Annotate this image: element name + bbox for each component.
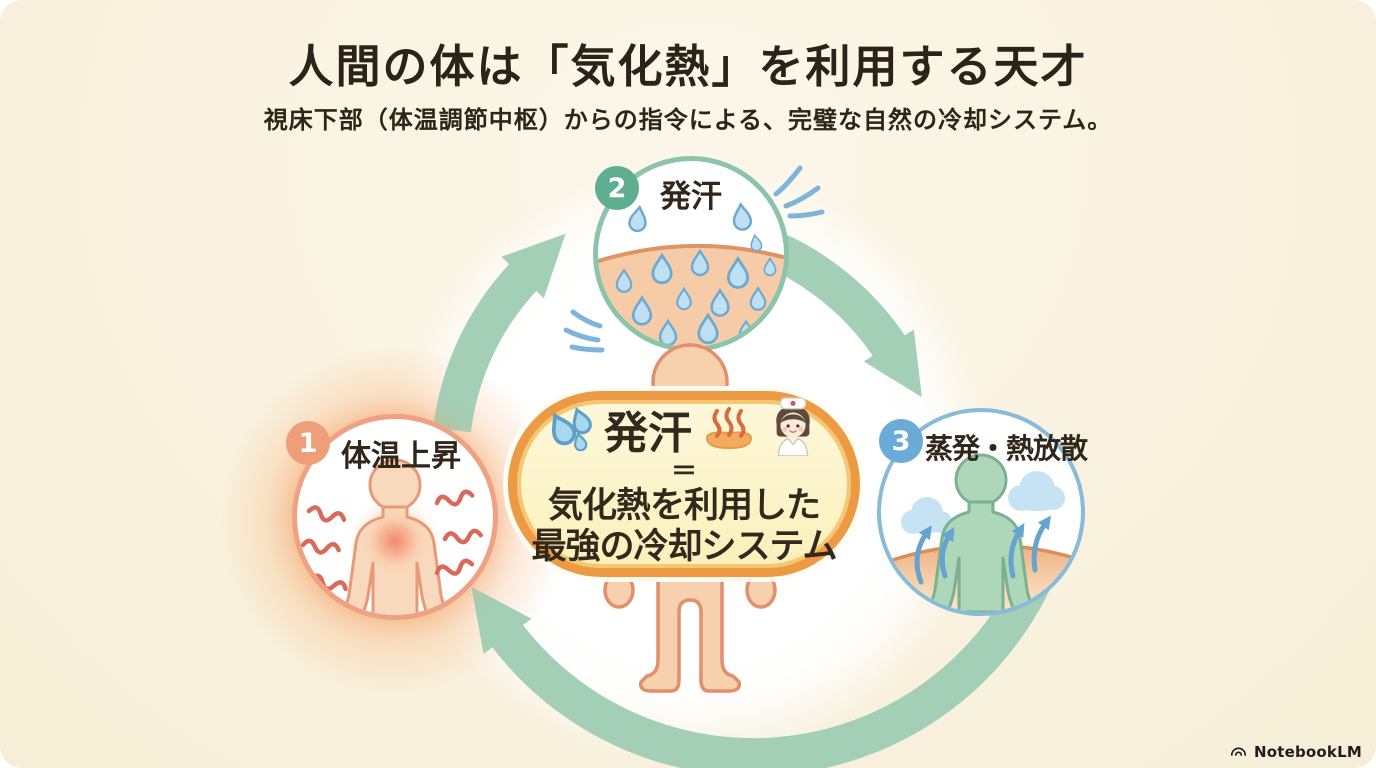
brand-footer: NotebookLM xyxy=(1229,742,1362,761)
center-line-3: 最強の冷却システム xyxy=(531,527,838,567)
onsen-icon xyxy=(705,407,753,450)
step-badge-1: 1 xyxy=(286,421,330,465)
node-evaporation: 3 蒸発・熱放散 xyxy=(877,408,1088,616)
node-sweating: 2 発汗 xyxy=(593,156,789,352)
node-body-temp-rise: 1 体温上昇 xyxy=(286,414,498,620)
center-line-2: 気化熱を利用した xyxy=(547,486,821,527)
motion-lines-icon xyxy=(563,165,825,353)
arrow-1-to-2 xyxy=(433,233,566,433)
node-label-sweating: 発汗 xyxy=(660,179,722,215)
step-badge-2: 2 xyxy=(595,166,639,210)
heated-body-icon xyxy=(297,458,493,615)
center-heading-row: 発汗 xyxy=(548,397,820,460)
arrow-3-to-1 xyxy=(471,557,1058,768)
sweating-skin-icon xyxy=(598,202,784,347)
equals-sign: ＝ xyxy=(670,457,697,488)
brand-name: NotebookLM xyxy=(1253,742,1362,761)
notebooklm-logo-icon xyxy=(1230,747,1247,756)
sweat-drops-icon xyxy=(548,407,594,452)
page-title: 人間の体は「気化熱」を利用する天才 xyxy=(288,40,1088,93)
step-badge-3: 3 xyxy=(879,419,923,463)
evaporating-body-icon xyxy=(881,453,1081,612)
page-subtitle: 視床下部（体温調節中枢）からの指令による、完璧な自然の冷却システム。 xyxy=(263,106,1113,134)
center-message-box: 発汗 ＝ xyxy=(508,391,860,577)
node-label-evaporation: 蒸発・熱放散 xyxy=(925,432,1088,465)
center-heading: 発汗 xyxy=(604,408,692,460)
nurse-icon xyxy=(776,397,810,457)
node-label-body-temp-rise: 体温上昇 xyxy=(341,439,461,474)
